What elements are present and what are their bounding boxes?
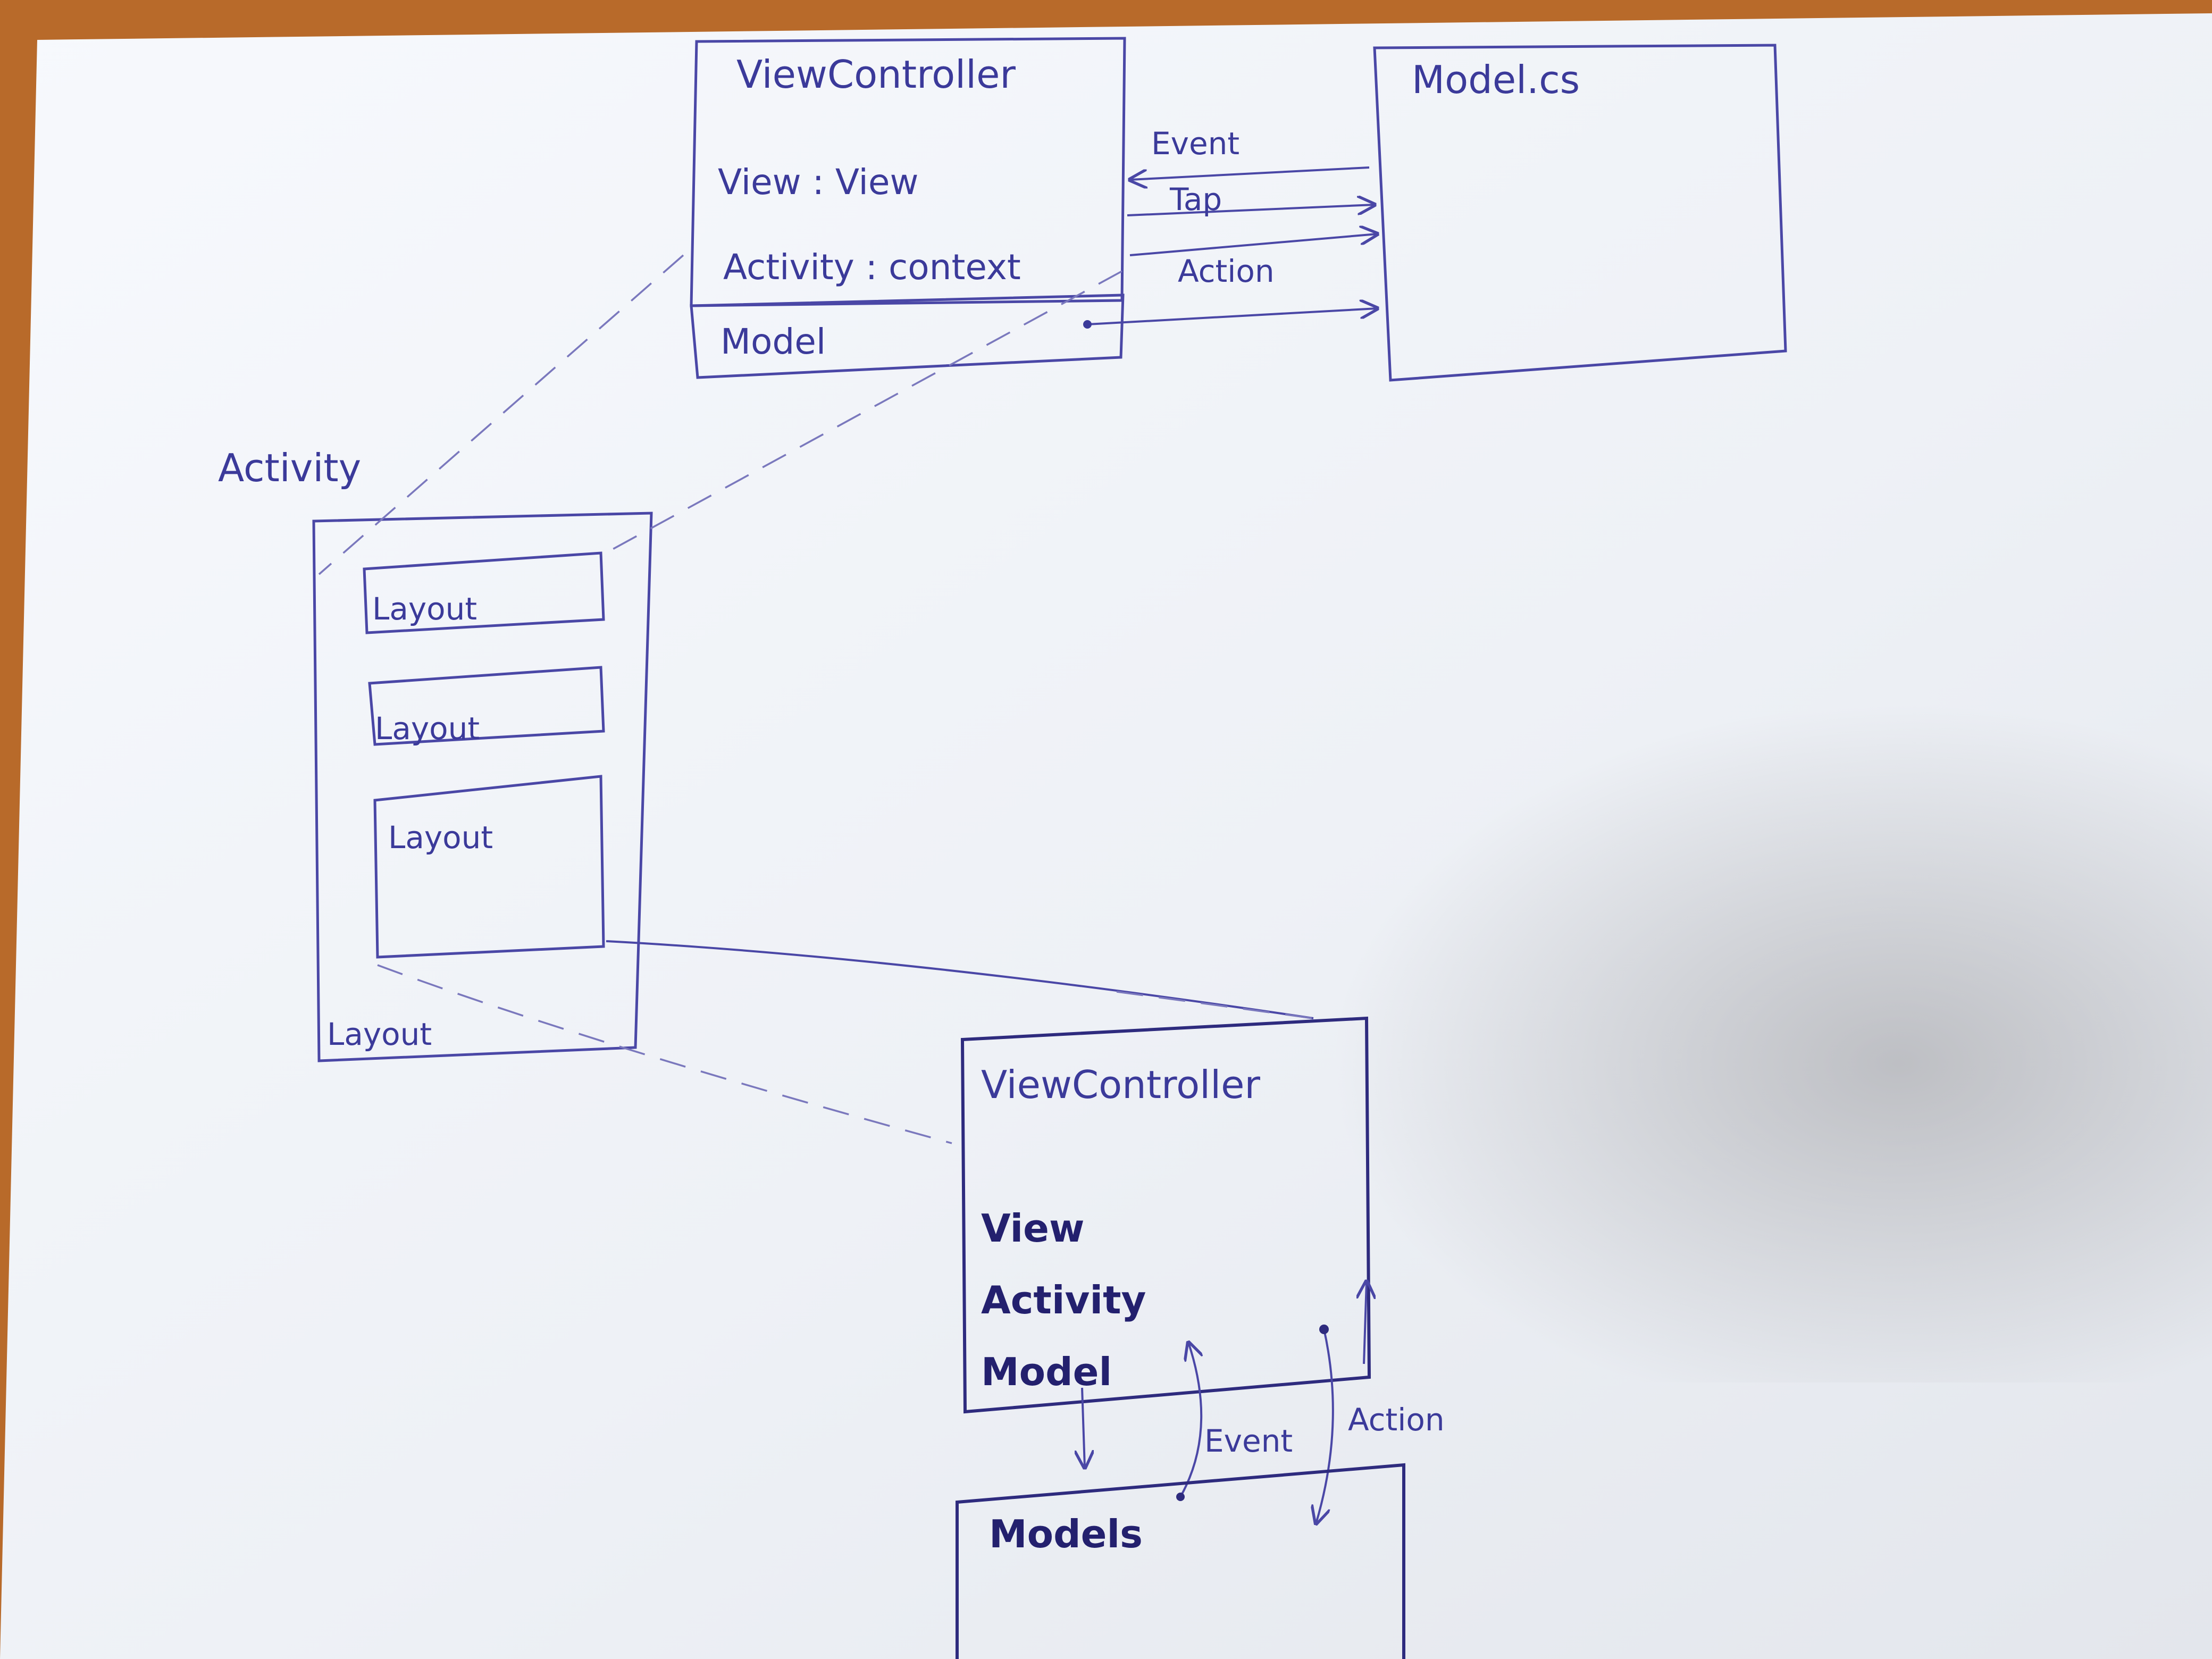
activity-frame [312, 512, 653, 1062]
action-arrow [1087, 308, 1377, 325]
top-arrows: Event Tap Action [1083, 125, 1377, 329]
bottom-view-controller-field-view: View [981, 1206, 1084, 1251]
models-box: Models [956, 1463, 1405, 1659]
activity-outer-layout-label: Layout [327, 1016, 432, 1052]
projection-line-dashed [377, 964, 952, 1144]
top-view-controller-model-box [690, 294, 1125, 379]
bottom-event-arrow-origin-dot [1176, 1493, 1185, 1501]
action-arrow-origin-dot [1083, 320, 1092, 329]
bottom-projection-lines [377, 940, 1314, 1144]
top-action-label: Action [1178, 253, 1275, 289]
tap-arrow [1127, 205, 1375, 216]
top-tap-label: Tap [1169, 181, 1222, 217]
layout-label-2: Layout [375, 710, 480, 747]
models-box-title: Models [989, 1512, 1143, 1556]
top-view-controller: ViewController View : View Activity : co… [690, 37, 1126, 379]
context-arrow [1129, 234, 1377, 256]
projection-line-dashed-upper [1116, 991, 1314, 1019]
top-view-controller-field-view: View : View [718, 162, 918, 203]
layout-label-3: Layout [388, 819, 493, 856]
bottom-action-arrow [1316, 1329, 1334, 1523]
activity-label: Activity [218, 446, 361, 490]
activity-group: Activity Layout Layout Layout Layout [218, 446, 653, 1062]
top-projection-lines [318, 254, 1122, 575]
layout-box-1 [363, 551, 605, 634]
layout-box-2 [368, 666, 605, 746]
bottom-view-controller: ViewController View Activity Model [960, 1016, 1371, 1414]
model-cs-box [1373, 44, 1787, 382]
bottom-arrows: Event Action [1082, 1281, 1445, 1523]
bottom-event-arrow [1179, 1343, 1201, 1497]
bottom-action-arrow-origin-dot [1319, 1325, 1329, 1334]
model-cs: Model.cs [1373, 44, 1787, 382]
view-controller-side-arrow [1364, 1281, 1367, 1364]
bottom-action-label: Action [1348, 1402, 1445, 1438]
paper-shadow [957, 585, 2212, 1382]
event-arrow [1130, 166, 1370, 180]
bottom-view-controller-field-model: Model [981, 1350, 1112, 1394]
projection-line-solid [606, 940, 1314, 1019]
layout-box-3 [373, 775, 605, 959]
layout-label-1: Layout [372, 591, 477, 627]
top-view-controller-title: ViewController [736, 52, 1016, 97]
top-event-label: Event [1151, 125, 1239, 162]
top-view-controller-model-label: Model [720, 321, 826, 362]
projection-line-left [318, 254, 684, 575]
bottom-view-controller-title: ViewController [981, 1062, 1260, 1107]
models-box-frame [956, 1463, 1405, 1659]
bottom-event-label: Event [1204, 1423, 1293, 1459]
top-view-controller-field-activity: Activity : context [723, 247, 1021, 288]
model-down-arrow [1082, 1387, 1085, 1468]
model-cs-title: Model.cs [1412, 57, 1580, 102]
bottom-view-controller-field-activity: Activity [981, 1278, 1146, 1322]
bottom-view-controller-box [960, 1016, 1371, 1414]
projection-line-right [600, 270, 1122, 557]
